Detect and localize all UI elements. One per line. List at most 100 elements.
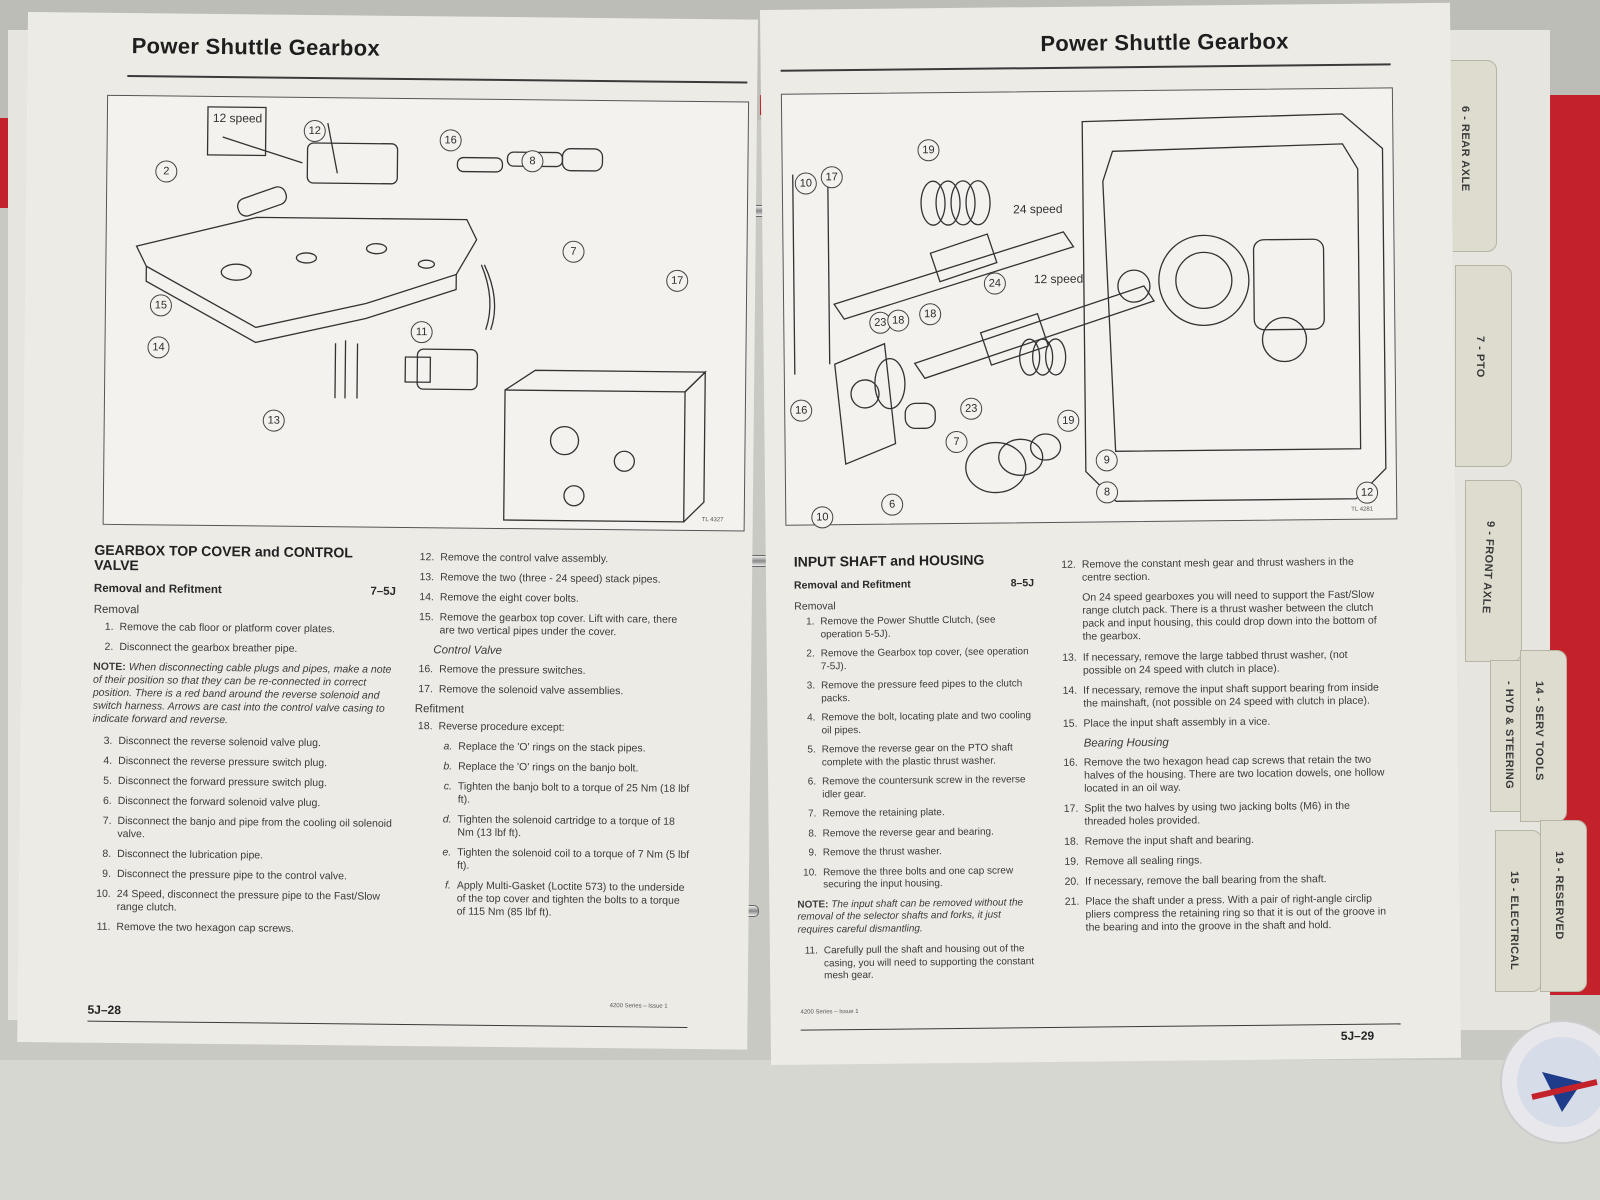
callout-17: 17: [820, 166, 843, 189]
step-number: 6.: [102, 794, 112, 807]
step-text: Remove the Power Shuttle Clutch, (see op…: [820, 614, 996, 640]
step-text: Remove the control valve assembly.: [440, 551, 609, 566]
callout-10: 10: [811, 506, 834, 529]
input-shaft-housing-diagram: [792, 113, 1387, 502]
para-24-speed: On 24 speed gearboxes you will need to s…: [1082, 588, 1377, 643]
step-number: 13.: [419, 571, 435, 584]
step-number: 7.: [808, 808, 817, 820]
step-number: 15.: [1062, 717, 1078, 730]
list-item: 5.Remove the reverse gear on the PTO sha…: [796, 742, 1036, 770]
tab-serv-tools[interactable]: 14 - SERV TOOLS: [1520, 650, 1567, 822]
step-number: e.: [442, 846, 452, 859]
step-number: d.: [442, 813, 452, 826]
callout-8: 8: [521, 150, 544, 173]
step-text: Remove the thrust washer.: [822, 846, 942, 859]
step-text: Tighten the solenoid coil to a torque of…: [457, 846, 690, 872]
list-item: 13. Remove the two (three - 24 speed) sta…: [414, 571, 694, 587]
callout-16: 16: [439, 129, 462, 152]
list-item: 17.Remove the solenoid valve assemblies.: [413, 683, 693, 699]
step-text: Remove the eight cover bolts.: [439, 591, 579, 605]
left-sub-title-row: Removal and Refitment 7–5J: [94, 583, 396, 599]
tab-label-front-axle: 9 - FRONT AXLE: [1479, 520, 1497, 615]
step-number: 10.: [96, 887, 111, 900]
callout-13: 13: [262, 409, 285, 432]
tab-reserved[interactable]: 19 - RESERVED: [1540, 820, 1587, 992]
list-item: f.Apply Multi-Gasket (Loctite 573) to th…: [411, 879, 691, 921]
step-number: 9.: [102, 867, 112, 880]
list-item: 3.Disconnect the reverse solenoid valve …: [92, 735, 394, 751]
step-number: 8.: [808, 827, 817, 840]
step-number: 14.: [419, 591, 434, 604]
step-text: Remove the input shaft and bearing.: [1084, 833, 1255, 848]
list-item: 2.Disconnect the gearbox breather pipe.: [93, 641, 395, 657]
callout-12: 12: [1355, 481, 1379, 504]
right-page: Power Shuttle Gearbox: [760, 2, 1462, 1065]
callout-11: 11: [410, 321, 433, 344]
step-text: Remove the cab floor or platform cover p…: [119, 620, 335, 636]
callout-6: 6: [881, 493, 904, 516]
step-number: 10.: [803, 866, 818, 879]
step-text: 24 Speed, disconnect the pressure pipe t…: [116, 887, 381, 914]
tab-label-rear-axle: 6 - REAR AXLE: [1459, 106, 1471, 192]
list-item: 17.Split the two halves by using two jac…: [1058, 799, 1388, 828]
step-number: 16.: [1063, 756, 1078, 769]
right-header-rule: [780, 63, 1391, 72]
list-item: 14. Remove the eight cover bolts.: [414, 591, 694, 607]
callout-14: 14: [147, 336, 170, 359]
step-number: c.: [443, 780, 452, 793]
tab-label-electrical: 15 - ELECTRICAL: [1508, 871, 1520, 971]
list-item: 11.Remove the two hexagon cap screws.: [90, 921, 392, 937]
tab-electrical[interactable]: 15 - ELECTRICAL: [1495, 830, 1542, 992]
step-text: Disconnect the forward pressure switch p…: [117, 774, 327, 790]
step-text: Disconnect the pressure pipe to the cont…: [116, 867, 347, 883]
right-column-2: 12.Remove the constant mesh gear and thr…: [1056, 555, 1390, 941]
list-item: 10. 24 Speed, disconnect the pressure pip…: [91, 888, 393, 917]
left-steps-d: 16.Remove the pressure switches. 17.Remo…: [413, 663, 693, 699]
step-text: Reverse procedure except:: [438, 720, 565, 734]
left-steps-e: 18.Reverse procedure except: a.Replace t…: [411, 720, 693, 921]
sticker-graphic: [1517, 1037, 1600, 1127]
callout-17: 17: [666, 269, 689, 292]
step-number: 9.: [808, 847, 817, 859]
left-steps-c: 12.Remove the control valve assembly. 13…: [413, 551, 694, 640]
step-number: 1.: [806, 616, 815, 628]
step-text: Remove the two (three - 24 speed) stack …: [440, 571, 661, 586]
step-text: Remove the countersunk screw in the reve…: [822, 774, 1026, 800]
right-footer-rule: [800, 1023, 1401, 1031]
step-text: Remove the reverse gear on the PTO shaft…: [821, 742, 1013, 768]
list-item: 8. Remove the reverse gear and bearing.: [797, 826, 1037, 841]
step-text: Remove the pressure switches.: [439, 663, 586, 677]
right-figure: 24 speed 12 speed 19 17 10 16 24 23 18 1…: [780, 87, 1398, 529]
step-text: Place the input shaft assembly in a vice…: [1083, 715, 1271, 730]
right-steps-e: 16.Remove the two hexagon head cap screw…: [1058, 753, 1390, 934]
right-steps-a: 1. Remove the Power Shuttle Clutch, (see …: [794, 614, 1037, 892]
left-page: Power Shuttle Gearbox: [17, 12, 758, 1050]
step-text: Replace the 'O' rings on the stack pipes…: [458, 740, 646, 755]
list-item: 7.Disconnect the banjo and pipe from the…: [91, 815, 393, 844]
right-removal-head: Removal: [794, 599, 836, 613]
tab-label-pto: 7 - PTO: [1474, 336, 1486, 378]
list-item: 1.Remove the cab floor or platform cover…: [93, 621, 395, 637]
list-item: 11.Carefully pull the shaft and housing …: [798, 943, 1038, 983]
callout-2: 2: [155, 160, 178, 183]
left-section-title: GEARBOX TOP COVER and CONTROL VALVE: [94, 541, 353, 574]
step-text: Disconnect the banjo and pipe from the c…: [117, 814, 392, 841]
list-item: 16.Remove the two hexagon head cap screw…: [1058, 753, 1388, 795]
step-text: If necessary, remove the input shaft sup…: [1083, 681, 1379, 710]
step-number: 14.: [1062, 684, 1078, 697]
note-text: When disconnecting cable plugs and pipes…: [92, 661, 392, 727]
tab-front-axle[interactable]: 9 - FRONT AXLE: [1465, 480, 1522, 662]
tab-pto[interactable]: 7 - PTO: [1455, 265, 1512, 467]
left-header-rule: [127, 75, 748, 84]
refitment-head: Refitment: [414, 703, 465, 716]
list-item: 15. Place the input shaft assembly in a v…: [1057, 714, 1387, 730]
bearing-housing-head: Bearing Housing: [1083, 736, 1169, 750]
list-item: 6.Disconnect the forward solenoid valve …: [92, 795, 394, 811]
right-page-header: Power Shuttle Gearbox: [1040, 28, 1289, 57]
list-item: 13.If necessary, remove the large tabbed…: [1057, 648, 1387, 677]
step-text: Disconnect the reverse solenoid valve pl…: [118, 734, 321, 750]
list-item: 10.Remove the three bolts and one cap sc…: [797, 865, 1037, 893]
right-note: NOTE: The input shaft can be removed wit…: [797, 897, 1037, 937]
step-text: Remove the reverse gear and bearing.: [822, 826, 994, 839]
list-item: 1. Remove the Power Shuttle Clutch, (see …: [794, 614, 1034, 642]
